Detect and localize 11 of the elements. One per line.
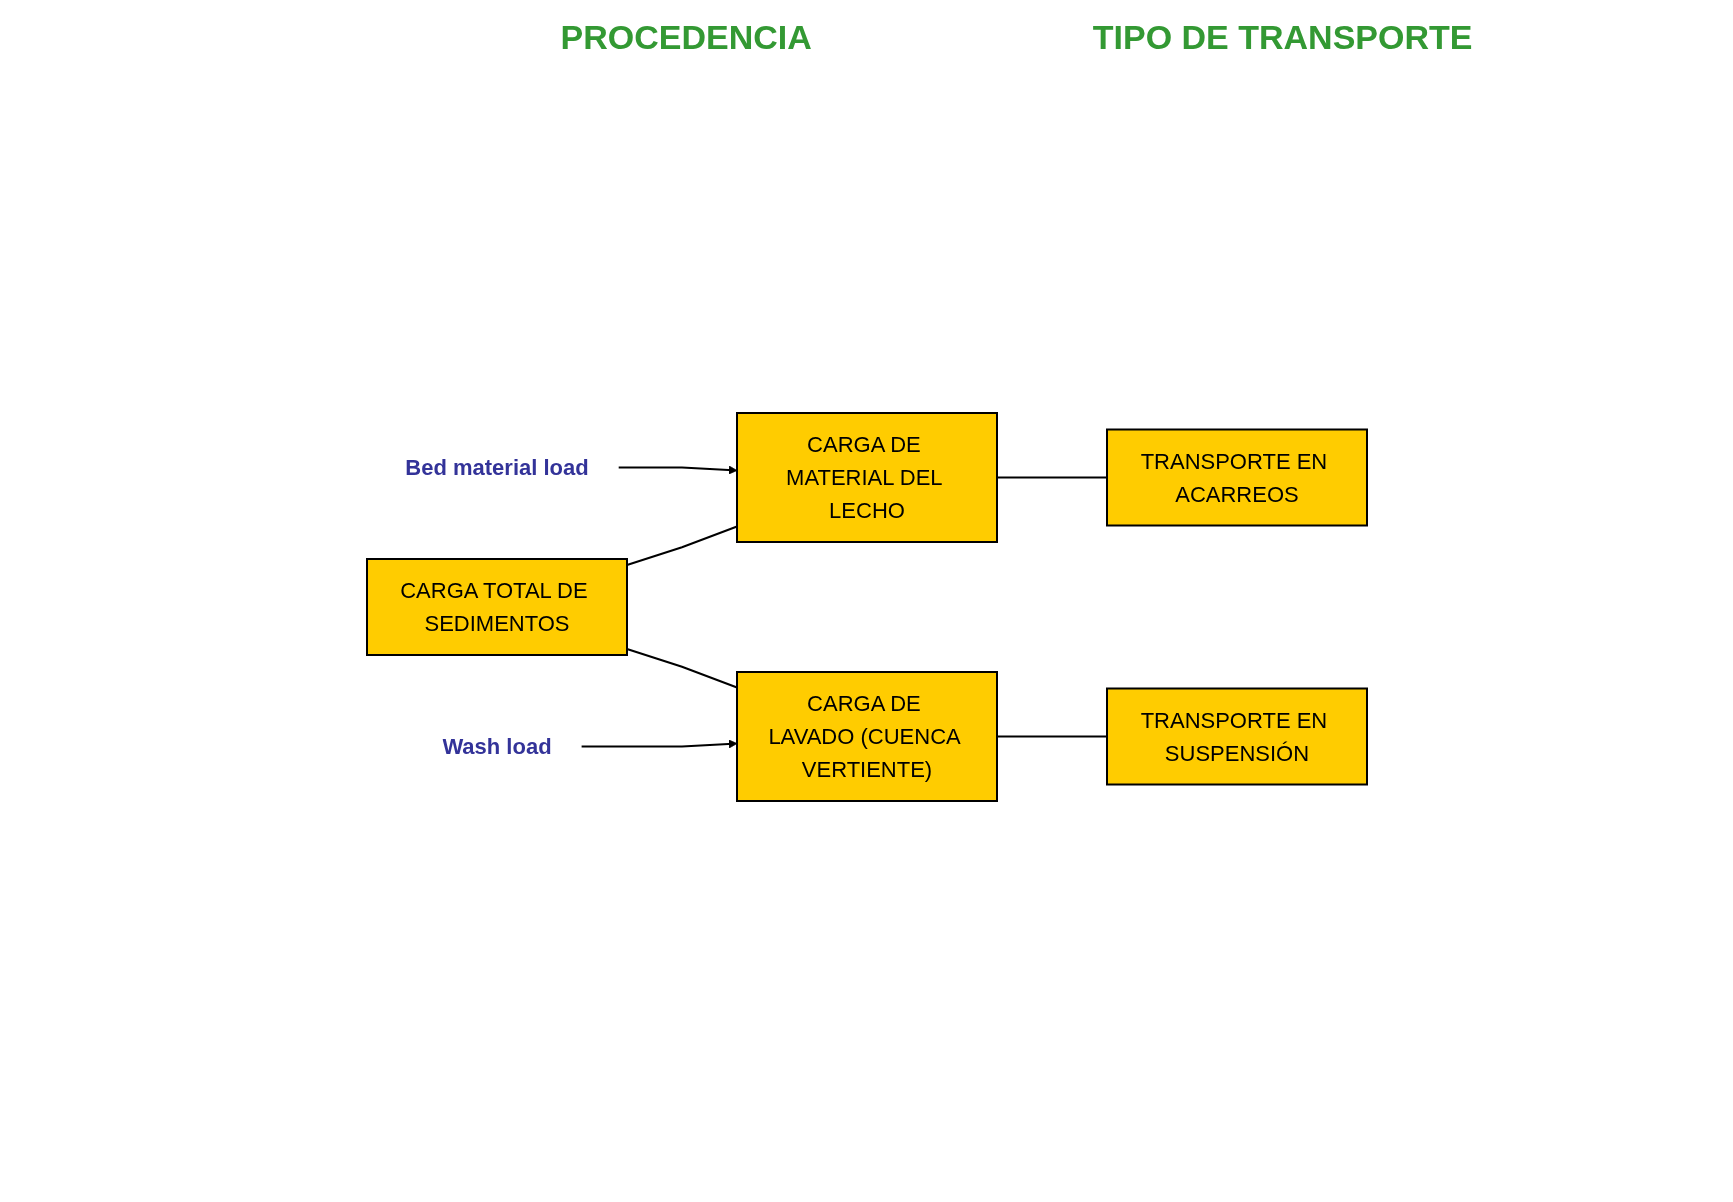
- arrow: [580, 739, 737, 749]
- column-heading: PROCEDENCIA: [560, 18, 812, 57]
- node-box: CARGA TOTAL DE SEDIMENTOS: [365, 558, 628, 656]
- arrow: [617, 465, 737, 475]
- node-box: CARGA DE MATERIAL DEL LECHO: [735, 412, 998, 543]
- node-text: Wash load: [441, 734, 552, 759]
- column-heading: TIPO DE TRANSPORTE: [1092, 18, 1473, 57]
- node-box: TRANSPORTE EN ACARREOS: [1105, 428, 1368, 527]
- node-box: TRANSPORTE EN SUSPENSIÓN: [1105, 687, 1368, 786]
- node-text: Bed material load: [404, 455, 589, 480]
- node-box: CARGA DE LAVADO (CUENCA VERTIENTE): [735, 671, 998, 802]
